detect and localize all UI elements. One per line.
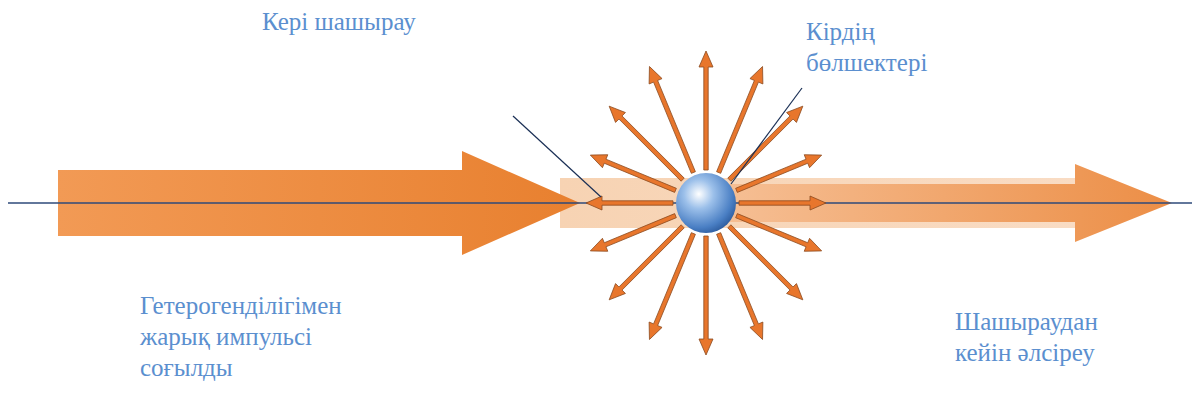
leader-line bbox=[513, 116, 601, 197]
dirt-particle bbox=[676, 173, 736, 233]
scatter-ray bbox=[649, 233, 695, 340]
scatter-ray bbox=[736, 214, 822, 252]
scatter-ray bbox=[739, 196, 826, 210]
scatter-ray bbox=[699, 236, 713, 355]
scatter-ray bbox=[699, 51, 713, 170]
scatter-ray bbox=[590, 155, 676, 193]
scatter-ray bbox=[717, 233, 763, 340]
scatter-ray bbox=[717, 66, 763, 173]
scatter-ray bbox=[649, 66, 695, 173]
callout-label: Кері шашырау bbox=[262, 6, 502, 37]
caption-label: Шашыраудан кейін әлсіреу bbox=[955, 306, 1160, 368]
caption-label: Гетерогенділігімен жарық импульсі соғылд… bbox=[140, 290, 375, 383]
callout-label: Кірдің бөлшектері bbox=[806, 16, 956, 78]
scatter-ray bbox=[586, 196, 673, 210]
scatter-rays bbox=[586, 51, 826, 355]
leader-line bbox=[731, 88, 802, 184]
